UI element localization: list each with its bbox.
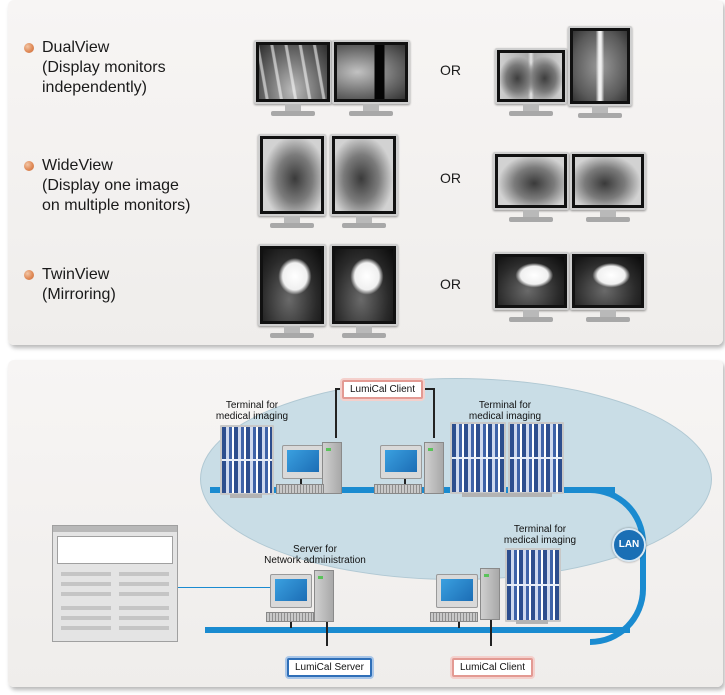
- network-wire: [404, 468, 406, 490]
- network-wire: [300, 468, 302, 490]
- mode-title: TwinView: [42, 266, 110, 283]
- computer-monitor-icon: [436, 574, 478, 608]
- mode-wideview: WideView (Display one image on multiple …: [24, 156, 191, 216]
- monitor-base: [230, 494, 262, 498]
- mode-description: on multiple monitors): [42, 197, 191, 214]
- keyboard-icon: [430, 612, 478, 622]
- bullet-icon: [24, 270, 34, 280]
- medical-monitor: [220, 425, 274, 495]
- mode-title: DualView: [42, 39, 110, 56]
- keyboard-icon: [266, 612, 314, 622]
- network-wire: [335, 388, 337, 438]
- mode-description: (Display monitors: [42, 59, 166, 76]
- computer-monitor-icon: [270, 574, 312, 608]
- computer-tower-icon: [424, 442, 444, 494]
- network-wire: [335, 388, 345, 390]
- mode-dualview: DualView (Display monitors independently…: [24, 38, 166, 98]
- mode-description: independently): [42, 79, 147, 96]
- computer-monitor-icon: [282, 445, 324, 479]
- computer-tower-icon: [480, 568, 500, 620]
- computer-monitor-icon: [380, 445, 422, 479]
- keyboard-icon: [374, 484, 422, 494]
- bullet-icon: [24, 161, 34, 171]
- mode-twinview: TwinView (Mirroring): [24, 265, 116, 305]
- medical-monitor: [508, 422, 564, 494]
- or-label: OR: [440, 62, 461, 78]
- computer-tower-icon: [322, 442, 342, 494]
- network-wire: [425, 388, 435, 390]
- monitor-base: [462, 493, 552, 497]
- monitor-base: [516, 620, 548, 624]
- bullet-icon: [24, 43, 34, 53]
- mode-description: (Mirroring): [42, 286, 116, 303]
- keyboard-icon: [276, 484, 324, 494]
- connector-line: [160, 587, 270, 588]
- lumical-client-tag: LumiCal Client: [342, 380, 424, 399]
- computer-tower-icon: [314, 570, 334, 622]
- mode-description: (Display one image: [42, 177, 179, 194]
- or-label: OR: [440, 170, 461, 186]
- network-wire: [433, 388, 435, 438]
- lan-line-bottom: [205, 627, 630, 633]
- admin-software-window: [52, 525, 178, 642]
- lan-badge: LAN: [612, 528, 646, 562]
- or-label: OR: [440, 276, 461, 292]
- lumical-client-tag: LumiCal Client: [452, 658, 534, 677]
- lumical-server-tag: LumiCal Server: [287, 658, 372, 677]
- medical-monitor: [450, 422, 506, 494]
- medical-monitor: [505, 548, 561, 622]
- mode-title: WideView: [42, 157, 113, 174]
